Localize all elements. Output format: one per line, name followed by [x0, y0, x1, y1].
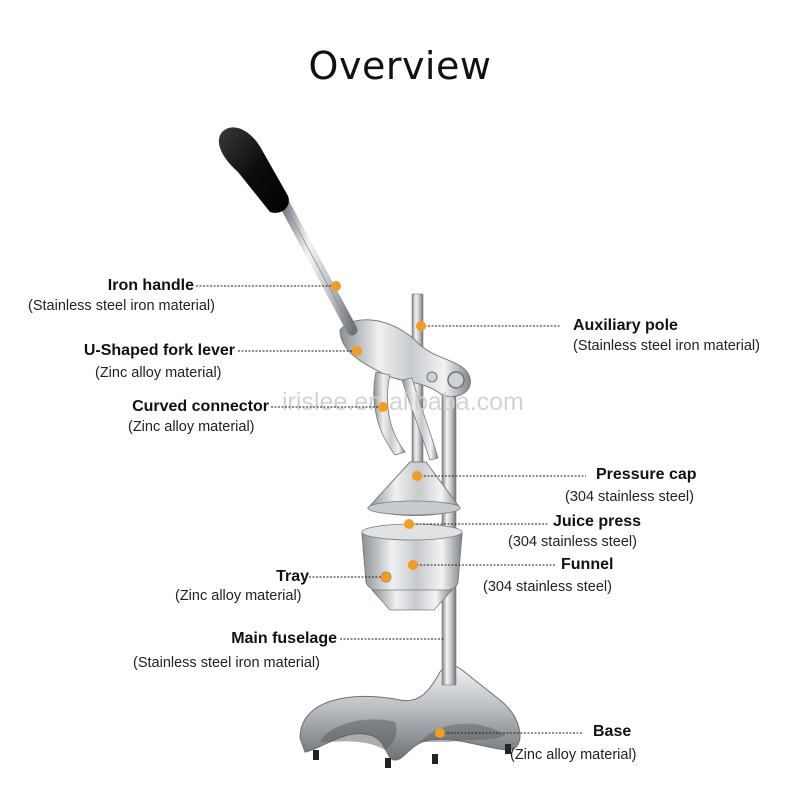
label-curved-connector: Curved connector [132, 399, 269, 415]
callout-marker-dot [331, 281, 341, 291]
label-pressure-cap-material: (304 stainless steel) [565, 490, 694, 505]
fork-lever-part [339, 319, 471, 397]
callout-marker-dot [416, 321, 426, 331]
label-name: Pressure cap [596, 466, 697, 483]
label-name: Main fuselage [231, 630, 337, 647]
label-material: (Zinc alloy material) [128, 419, 255, 435]
callout-marker-dot [412, 471, 422, 481]
label-base: Base [593, 724, 631, 740]
label-u-shaped-fork-lever: U-Shaped fork lever [84, 343, 235, 359]
callout-marker-dot [404, 519, 414, 529]
callout-marker-dot [352, 346, 362, 356]
callout-marker-dot [378, 402, 388, 412]
label-auxiliary-pole: Auxiliary pole [573, 318, 678, 334]
label-material: (304 stainless steel) [565, 489, 694, 505]
label-main-fuselage-material: (Stainless steel iron material) [133, 656, 320, 671]
label-u-shaped-fork-lever-material: (Zinc alloy material) [95, 366, 222, 381]
label-name: Funnel [561, 556, 614, 573]
label-iron-handle-material: (Stainless steel iron material) [28, 299, 215, 314]
label-material: (Stainless steel iron material) [133, 655, 320, 671]
label-name: Tray [276, 568, 309, 585]
label-name: Base [593, 723, 632, 740]
callout-marker-dot [408, 560, 418, 570]
label-material: (Zinc alloy material) [95, 365, 222, 381]
label-name: Iron handle [107, 277, 194, 294]
label-curved-connector-material: (Zinc alloy material) [128, 420, 255, 435]
watermark-text: irislee.en.alibaba.com [282, 388, 524, 416]
label-material: (Zinc alloy material) [175, 588, 302, 604]
label-name: Auxiliary pole [573, 317, 678, 334]
label-material: (Stainless steel iron material) [573, 338, 760, 354]
label-funnel: Funnel [561, 557, 613, 573]
label-name: U-Shaped fork lever [83, 342, 235, 359]
curved-connector-part [373, 371, 406, 456]
label-juice-press: Juice press [553, 514, 641, 530]
label-tray: Tray [276, 569, 309, 585]
label-material: (304 stainless steel) [483, 579, 612, 595]
label-name: Juice press [553, 513, 642, 530]
label-material: (304 stainless steel) [508, 534, 637, 550]
label-pressure-cap: Pressure cap [596, 467, 697, 483]
label-auxiliary-pole-material: (Stainless steel iron material) [573, 339, 760, 354]
label-funnel-material: (304 stainless steel) [483, 580, 612, 595]
label-material: (Zinc alloy material) [510, 747, 637, 763]
label-base-material: (Zinc alloy material) [510, 748, 637, 763]
label-tray-material: (Zinc alloy material) [175, 589, 302, 604]
label-name: Curved connector [132, 398, 269, 415]
label-material: (Stainless steel iron material) [28, 298, 215, 314]
page-title: Overview [308, 44, 492, 88]
black-grip-part [218, 127, 289, 213]
funnel-part [371, 589, 453, 611]
label-juice-press-material: (304 stainless steel) [508, 535, 637, 550]
label-iron-handle: Iron handle [108, 278, 194, 294]
callout-marker-dot [381, 572, 391, 582]
callout-marker-dot [435, 728, 445, 738]
label-main-fuselage: Main fuselage [231, 631, 337, 647]
